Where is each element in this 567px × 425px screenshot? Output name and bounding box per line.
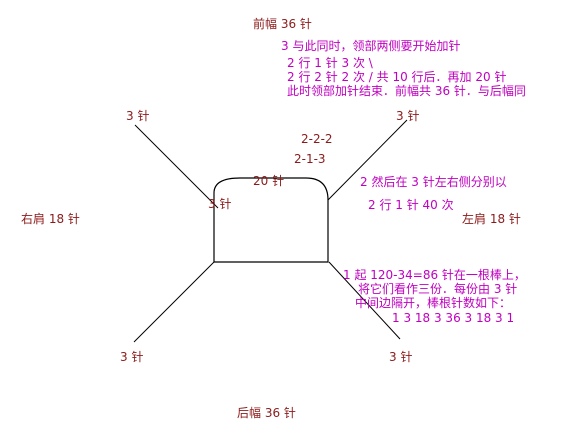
cast-on-instruction-4: 1 3 18 3 36 3 18 3 1 — [392, 311, 515, 325]
left-shoulder-label: 左肩 18 针 — [462, 212, 521, 226]
needle-count-inner: 3 针 — [208, 197, 232, 211]
raglan-line-bottom-right — [328, 261, 401, 340]
raglan-line-top-right — [327, 119, 408, 201]
needle-count-top-left: 3 针 — [126, 109, 150, 123]
cast-on-instruction-2: 将它们看作三份．每份由 3 针 — [358, 282, 518, 296]
side-instruction-1: 2 然后在 3 针左右侧分别以 — [360, 175, 507, 189]
side-instruction-2: 2 行 1 针 40 次 — [368, 198, 454, 212]
raglan-line-bottom-left — [133, 261, 215, 343]
neck-opening-outline — [213, 177, 329, 263]
needle-count-bottom-left: 3 针 — [120, 350, 144, 364]
needle-count-top-right: 3 针 — [396, 109, 420, 123]
front-instruction-4: 此时领部加针结束．前幅共 36 针．与后幅同 — [287, 84, 526, 98]
neck-stitch-count: 20 针 — [253, 174, 285, 188]
front-panel-label: 前幅 36 针 — [253, 17, 312, 31]
back-panel-label: 后幅 36 针 — [237, 406, 296, 420]
decrease-sequence-2: 2-1-3 — [294, 152, 326, 166]
raglan-line-top-left — [134, 124, 219, 209]
front-instruction-3: 2 行 2 针 2 次 / 共 10 行后．再加 20 针 — [287, 70, 507, 84]
front-instruction-1: 3 与此同时，领部两侧要开始加针 — [281, 39, 461, 53]
cast-on-instruction-1: 1 起 120-34=86 针在一根棒上， — [343, 268, 526, 282]
cast-on-instruction-3: 中间边隔开，棒根针数如下： — [355, 296, 512, 310]
decrease-sequence-1: 2-2-2 — [301, 132, 333, 146]
front-instruction-2: 2 行 1 针 3 次 \ — [287, 56, 373, 70]
right-shoulder-label: 右肩 18 针 — [21, 212, 80, 226]
needle-count-bottom-right: 3 针 — [389, 350, 413, 364]
